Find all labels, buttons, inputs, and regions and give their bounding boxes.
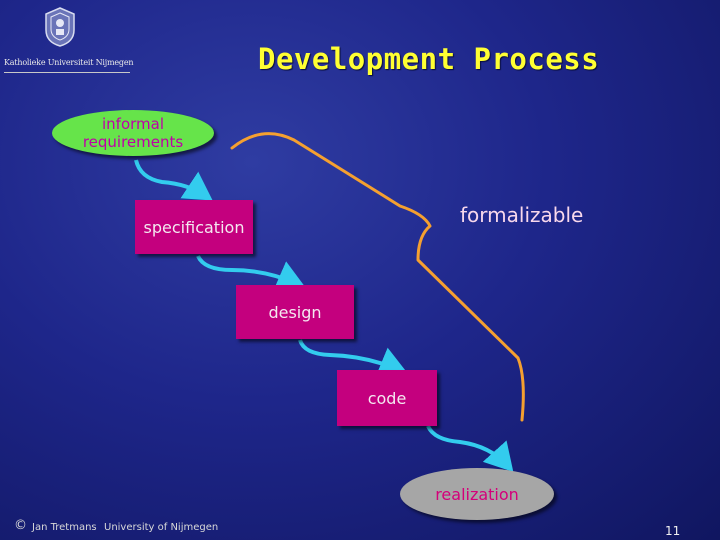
stage-code: code bbox=[337, 370, 437, 426]
arrow-specification-to-design bbox=[196, 255, 306, 291]
university-seal-icon bbox=[45, 7, 75, 47]
stage-specification: specification bbox=[135, 200, 253, 254]
page-number: 11 bbox=[665, 524, 681, 538]
footer-author: Jan Tretmans bbox=[32, 522, 97, 533]
formalizable-brace bbox=[230, 132, 525, 422]
stage-realization: realization bbox=[400, 468, 554, 520]
logo-divider bbox=[4, 72, 130, 73]
university-logo: Katholieke Universiteit Nijmegen bbox=[0, 0, 134, 80]
stage-design: design bbox=[236, 285, 354, 339]
footer-university: University of Nijmegen bbox=[104, 522, 219, 533]
arrow-code-to-realization bbox=[426, 425, 514, 472]
stage-informal-requirements: informal requirements bbox=[52, 110, 214, 156]
arrow-requirements-to-specification bbox=[134, 159, 213, 201]
university-name: Katholieke Universiteit Nijmegen bbox=[4, 58, 134, 67]
copyright-symbol: © bbox=[14, 518, 27, 533]
slide-title: Development Process bbox=[258, 42, 600, 76]
arrow-design-to-code bbox=[298, 339, 408, 378]
formalizable-label: formalizable bbox=[460, 203, 584, 227]
